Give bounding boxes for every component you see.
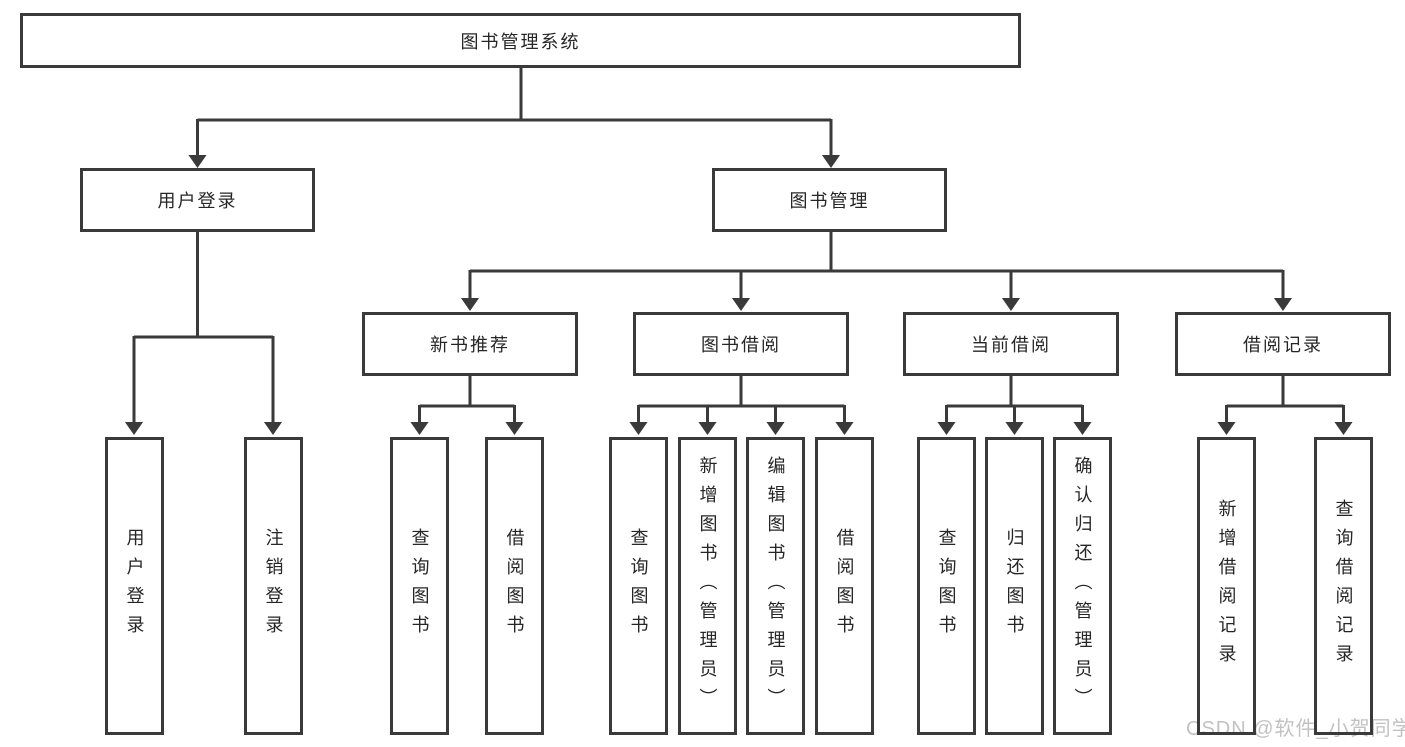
node-book-borrow: 图书借阅 [633, 312, 849, 376]
node-leaf-logout-label: 注销登录 [263, 528, 284, 644]
node-leaf-edit-book-admin-label: 编辑图书（管理员） [765, 455, 786, 717]
node-user-login-label: 用户登录 [157, 191, 238, 211]
node-leaf-edit-book-admin: 编辑图书（管理员） [746, 437, 805, 735]
node-leaf-borrow-books-1-label: 借阅图书 [504, 528, 525, 644]
node-root: 图书管理系统 [20, 13, 1021, 68]
connector-book-borrow-to-leaves [629, 376, 854, 435]
node-book-management: 图书管理 [712, 168, 947, 232]
node-leaf-borrow-books-2-label: 借阅图书 [834, 528, 855, 644]
node-leaf-query-books-2: 查询图书 [609, 437, 668, 735]
node-root-label: 图书管理系统 [460, 31, 581, 52]
node-book-management-label: 图书管理 [789, 191, 870, 211]
node-new-book-recommend: 新书推荐 [362, 312, 578, 376]
node-borrow-records-label: 借阅记录 [1243, 335, 1323, 355]
node-leaf-borrow-books-1: 借阅图书 [485, 437, 544, 735]
node-leaf-query-books-1-label: 查询图书 [409, 528, 430, 644]
node-leaf-return-book-label: 归还图书 [1004, 528, 1025, 644]
node-leaf-user-login: 用户登录 [105, 437, 164, 735]
node-current-borrow-label: 当前借阅 [971, 335, 1051, 355]
node-leaf-logout: 注销登录 [244, 437, 303, 735]
node-leaf-confirm-return-admin-label: 确认归还（管理员） [1072, 455, 1093, 717]
node-leaf-confirm-return-admin: 确认归还（管理员） [1053, 437, 1112, 735]
connector-root-to-level2 [188, 68, 841, 168]
node-leaf-query-borrow-record: 查询借阅记录 [1314, 437, 1373, 735]
node-leaf-query-books-3: 查询图书 [917, 437, 976, 735]
connector-borrow-records-to-leaves [1217, 376, 1353, 435]
node-current-borrow: 当前借阅 [903, 312, 1119, 376]
connector-user-login-to-leaves [124, 232, 283, 435]
node-leaf-add-borrow-record-label: 新增借阅记录 [1216, 499, 1237, 673]
node-leaf-borrow-books-2: 借阅图书 [815, 437, 874, 735]
node-book-borrow-label: 图书借阅 [701, 335, 781, 355]
node-user-login: 用户登录 [80, 168, 315, 232]
connector-book-management-to-level3 [460, 232, 1293, 311]
node-leaf-query-borrow-record-label: 查询借阅记录 [1333, 499, 1354, 673]
node-leaf-add-book-admin: 新增图书（管理员） [678, 437, 737, 735]
node-leaf-add-book-admin-label: 新增图书（管理员） [697, 455, 718, 717]
node-leaf-query-books-1: 查询图书 [390, 437, 449, 735]
node-leaf-return-book: 归还图书 [985, 437, 1044, 735]
connector-new-book-recommend-to-leaves [410, 376, 524, 435]
node-new-book-recommend-label: 新书推荐 [430, 335, 510, 355]
node-borrow-records: 借阅记录 [1175, 312, 1391, 376]
node-leaf-user-login-label: 用户登录 [124, 528, 145, 644]
connector-current-borrow-to-leaves [937, 376, 1092, 435]
node-leaf-query-books-2-label: 查询图书 [628, 528, 649, 644]
node-leaf-query-books-3-label: 查询图书 [936, 528, 957, 644]
node-leaf-add-borrow-record: 新增借阅记录 [1197, 437, 1256, 735]
